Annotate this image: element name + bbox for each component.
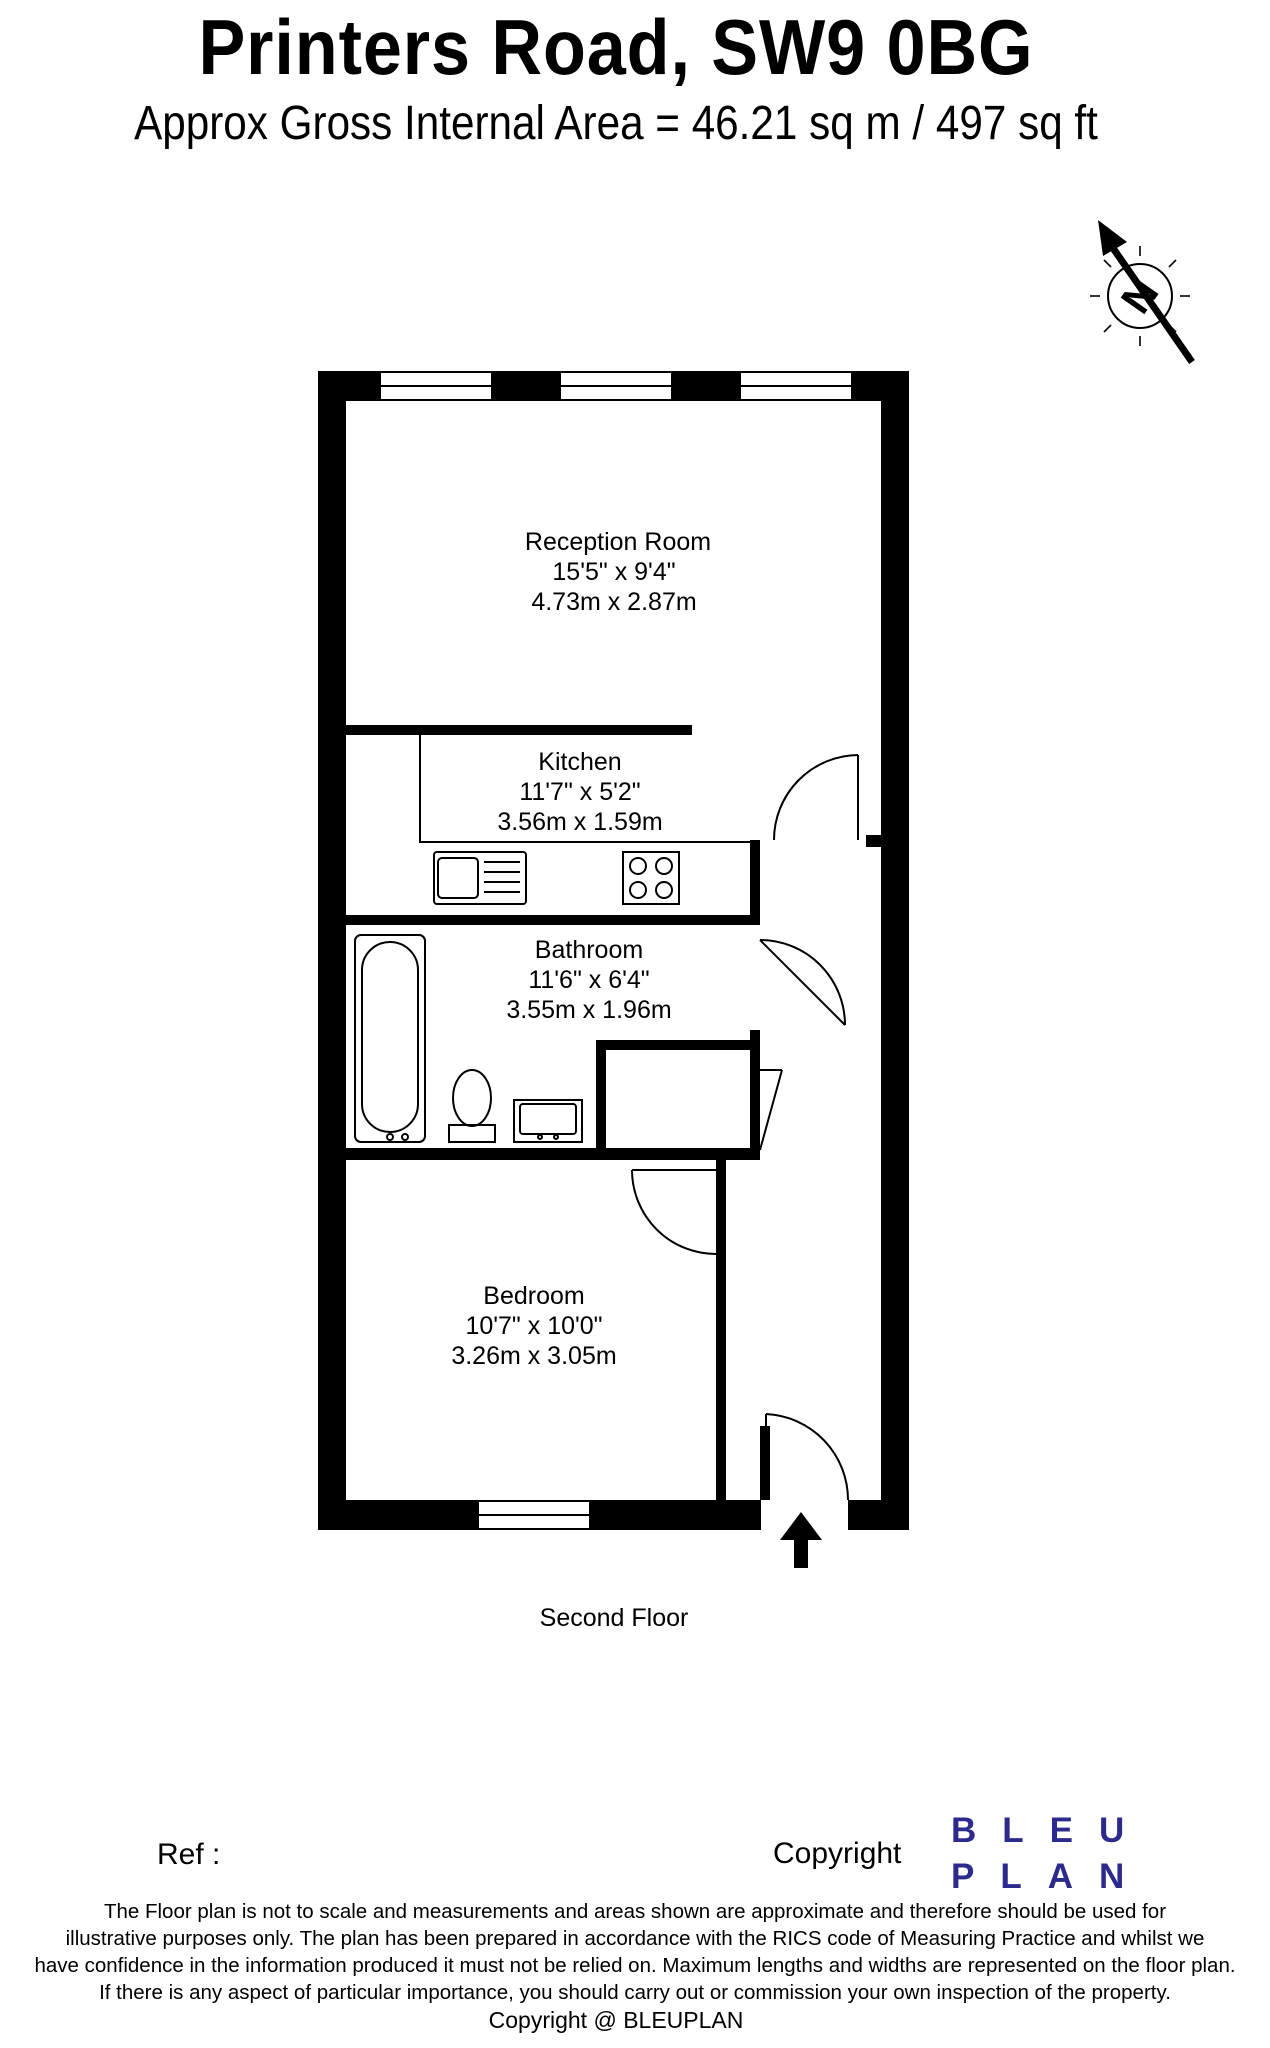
interior-walls xyxy=(346,725,881,1500)
room-label-bathroom: Bathroom 11'6" x 6'4" 3.55m x 1.96m xyxy=(506,936,671,1024)
svg-text:3.56m x 1.59m: 3.56m x 1.59m xyxy=(497,808,662,836)
logo-line-2: PLAN xyxy=(951,1857,1151,1896)
svg-text:15'5" x 9'4": 15'5" x 9'4" xyxy=(552,558,675,586)
svg-text:3.26m x 3.05m: 3.26m x 3.05m xyxy=(451,1342,616,1370)
svg-text:11'6" x 6'4": 11'6" x 6'4" xyxy=(528,966,649,994)
svg-text:Kitchen: Kitchen xyxy=(538,748,621,776)
windows xyxy=(379,371,853,1530)
copyright-footer: Copyright @ BLEUPLAN xyxy=(488,2007,744,2033)
doors xyxy=(631,754,859,1501)
north-arrow-icon: N xyxy=(1090,220,1195,364)
kitchen-sink-icon xyxy=(433,851,527,905)
room-label-kitchen: Kitchen 11'7" x 5'2" 3.56m x 1.59m xyxy=(497,748,662,836)
logo-line-1: BLEU xyxy=(951,1811,1151,1850)
bleuplan-logo: BLEU PLAN xyxy=(951,1808,1150,1900)
floor-label: Second Floor xyxy=(539,1604,689,1632)
svg-text:Bathroom: Bathroom xyxy=(535,936,643,964)
ref-label: Ref : xyxy=(157,1838,221,1871)
disclaimer-line: illustrative purposes only. The plan has… xyxy=(65,1927,1205,1950)
svg-text:3.55m x 1.96m: 3.55m x 1.96m xyxy=(506,996,671,1024)
toilet-icon xyxy=(448,1069,496,1143)
gross-area-subtitle: Approx Gross Internal Area = 46.21 sq m … xyxy=(134,97,1098,150)
entrance-arrow-icon xyxy=(780,1512,822,1568)
disclaimer-line: The Floor plan is not to scale and measu… xyxy=(103,1900,1167,1923)
disclaimer-line: have confidence in the information produ… xyxy=(34,1954,1236,1977)
svg-text:10'7" x 10'0": 10'7" x 10'0" xyxy=(465,1312,602,1340)
svg-text:11'7" x 5'2": 11'7" x 5'2" xyxy=(519,778,640,806)
svg-text:4.73m x 2.87m: 4.73m x 2.87m xyxy=(531,588,696,616)
disclaimer: The Floor plan is not to scale and measu… xyxy=(0,1898,1270,2006)
floor-plan: N xyxy=(318,220,1195,1568)
page-title: Printers Road, SW9 0BG xyxy=(198,3,1034,91)
hob-icon xyxy=(622,851,680,905)
svg-text:Bedroom: Bedroom xyxy=(483,1282,584,1310)
room-label-bedroom: Bedroom 10'7" x 10'0" 3.26m x 3.05m xyxy=(451,1282,616,1370)
fixtures xyxy=(354,735,750,1143)
basin-icon xyxy=(513,1099,583,1143)
svg-text:Reception Room: Reception Room xyxy=(525,528,711,556)
room-label-reception: Reception Room 15'5" x 9'4" 4.73m x 2.87… xyxy=(525,528,711,616)
copyright-label: Copyright xyxy=(773,1837,902,1870)
bathtub-icon xyxy=(354,934,426,1143)
disclaimer-line: If there is any aspect of particular imp… xyxy=(99,1981,1171,2004)
